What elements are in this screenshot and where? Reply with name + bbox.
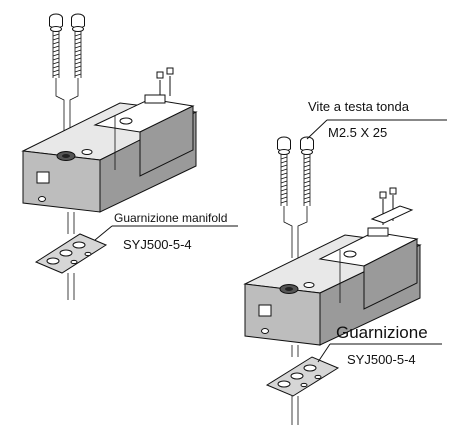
right-screw-2 bbox=[300, 136, 314, 206]
left-guide-line-2 bbox=[69, 78, 79, 135]
left-manifold-gasket bbox=[34, 212, 108, 300]
right-assembly: Vite a testa tonda M2.5 X 25 bbox=[243, 99, 447, 425]
manifold-gasket-code: SYJ500-5-4 bbox=[123, 237, 192, 252]
right-guide-line-2 bbox=[297, 206, 308, 258]
right-valve-body bbox=[243, 187, 422, 346]
left-screw-2 bbox=[71, 13, 85, 78]
left-valve-body bbox=[21, 67, 198, 213]
manifold-gasket-name: Guarnizione manifold bbox=[114, 211, 227, 225]
screw-spec: M2.5 X 25 bbox=[328, 125, 387, 140]
left-guide-line-1 bbox=[55, 78, 65, 135]
manifold-gasket-label: Guarnizione manifold SYJ500-5-4 bbox=[94, 211, 238, 252]
screw-label: Vite a testa tonda M2.5 X 25 bbox=[306, 99, 447, 140]
left-assembly: Guarnizione manifold SYJ500-5-4 bbox=[21, 13, 238, 300]
right-gasket bbox=[265, 345, 340, 425]
gasket-code: SYJ500-5-4 bbox=[347, 352, 416, 367]
gasket-name: Guarnizione bbox=[336, 323, 428, 342]
right-guide-line-1 bbox=[283, 206, 293, 258]
screw-name: Vite a testa tonda bbox=[308, 99, 410, 114]
gasket-label: Guarnizione SYJ500-5-4 bbox=[317, 323, 442, 367]
left-screw-1 bbox=[49, 13, 63, 78]
right-screw-1 bbox=[277, 136, 291, 206]
